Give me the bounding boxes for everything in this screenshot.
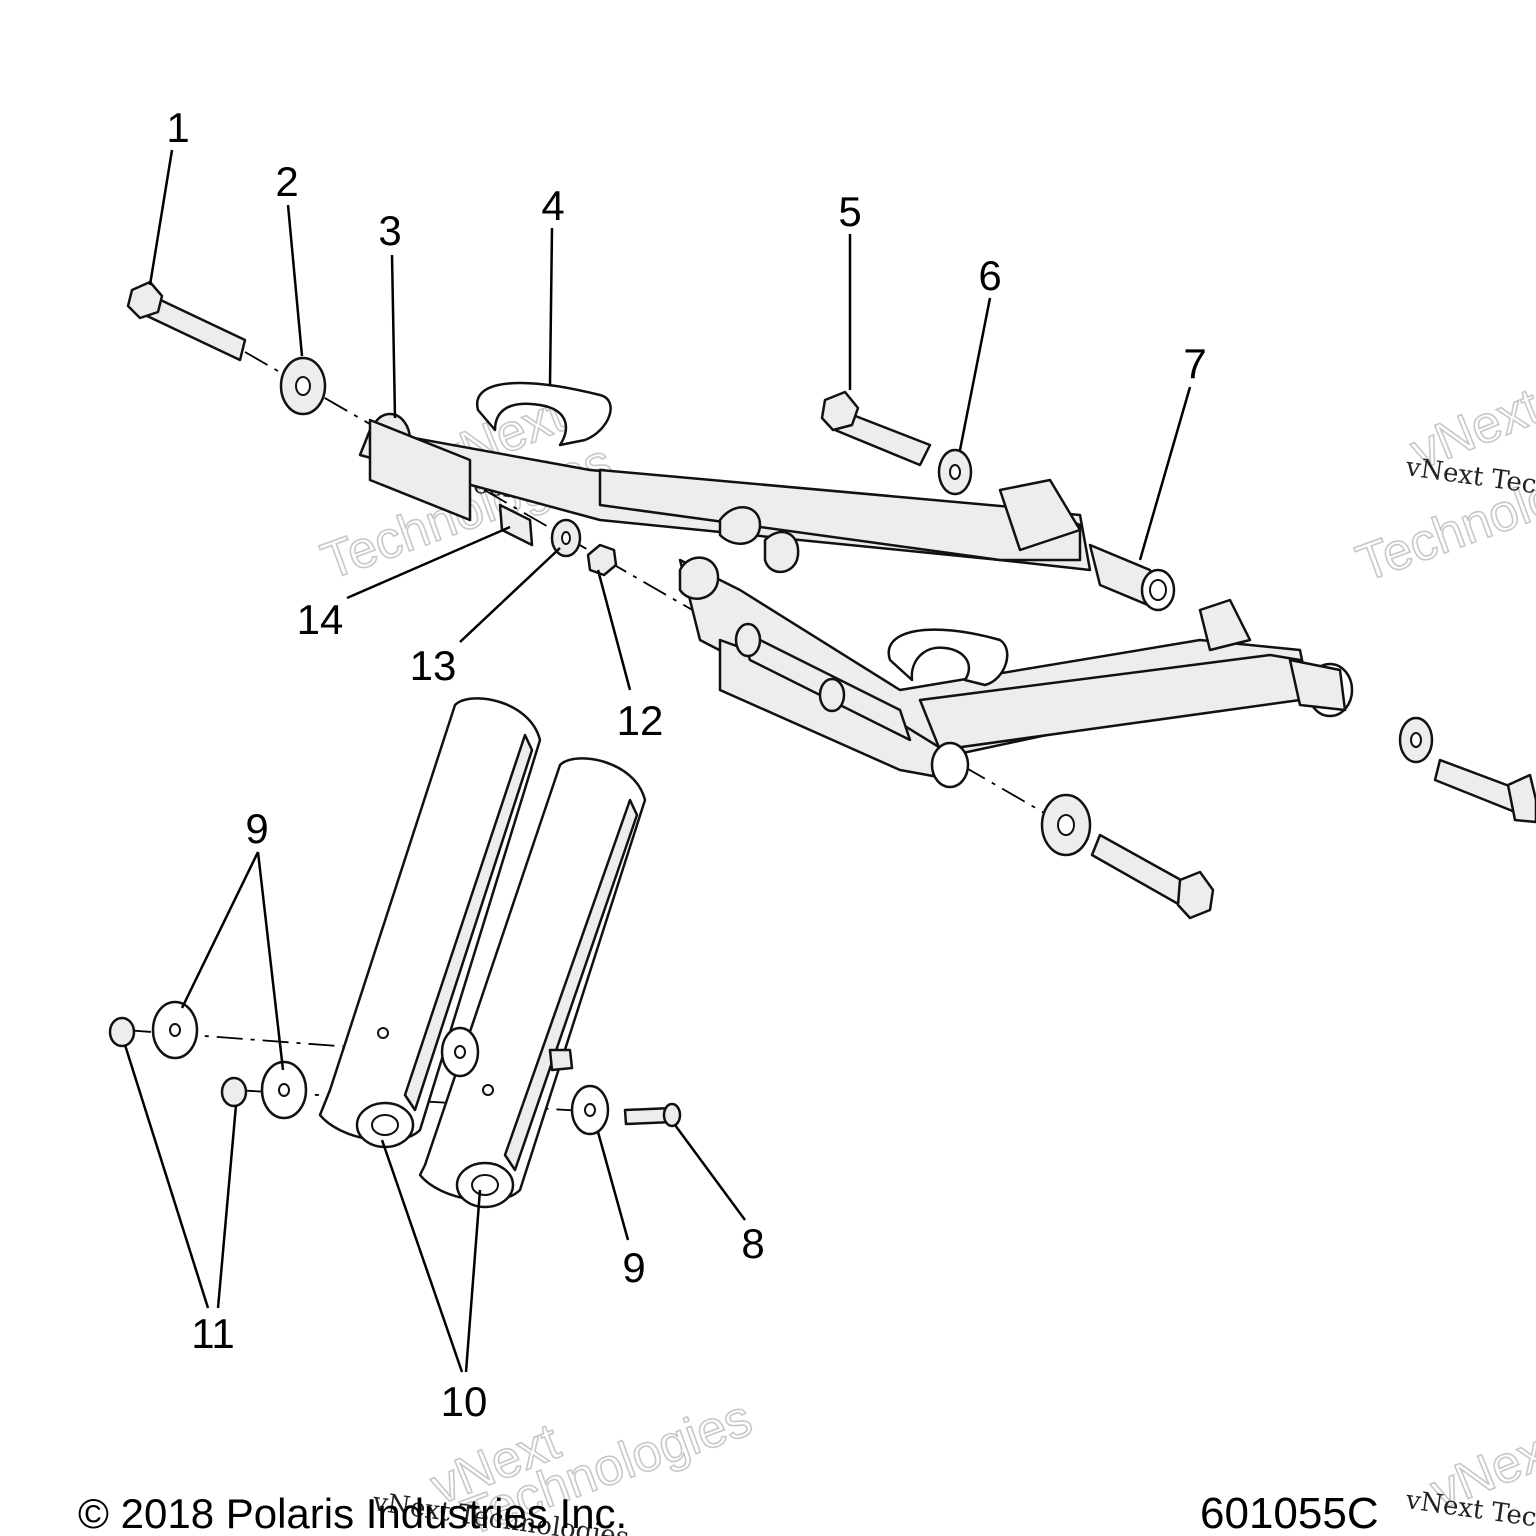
bushing-14 (498, 503, 534, 547)
strap-right (418, 757, 647, 1202)
callout-4: 4 (541, 182, 564, 229)
callout-6: 6 (978, 252, 1001, 299)
nut-11b (220, 1076, 248, 1108)
footer: © 2018 Polaris Industries Inc. 601055C (78, 1489, 1379, 1536)
bolt-lower (1090, 833, 1192, 907)
leader-lines (123, 149, 1192, 1373)
callout-11: 11 (191, 1310, 235, 1357)
callout-9: 9 (622, 1244, 645, 1291)
callout-8: 8 (741, 1220, 764, 1267)
callout-3: 3 (378, 207, 401, 254)
callout-7: 7 (1183, 340, 1206, 387)
nut-12 (586, 543, 618, 577)
callout-14: 14 (297, 596, 344, 643)
callout-1: 1 (166, 104, 189, 151)
nut-11a (108, 1016, 136, 1048)
callout-9: 9 (245, 805, 268, 852)
callout-13: 13 (410, 642, 457, 689)
copyright-text: © 2018 Polaris Industries Inc. (78, 1490, 627, 1536)
upper-a-arm (358, 381, 1176, 612)
callout-12: 12 (617, 697, 664, 744)
lower-hardware (108, 1000, 682, 1136)
strap-left (318, 697, 542, 1142)
callout-labels: 1 2 3 4 5 6 7 8 9 9 10 11 12 13 14 (166, 104, 1206, 1425)
straps (318, 697, 647, 1209)
callout-5: 5 (838, 188, 861, 235)
fasteners (126, 280, 1536, 920)
callout-10: 10 (441, 1378, 488, 1425)
figure-id: 601055C (1200, 1489, 1379, 1536)
callout-2: 2 (275, 158, 298, 205)
